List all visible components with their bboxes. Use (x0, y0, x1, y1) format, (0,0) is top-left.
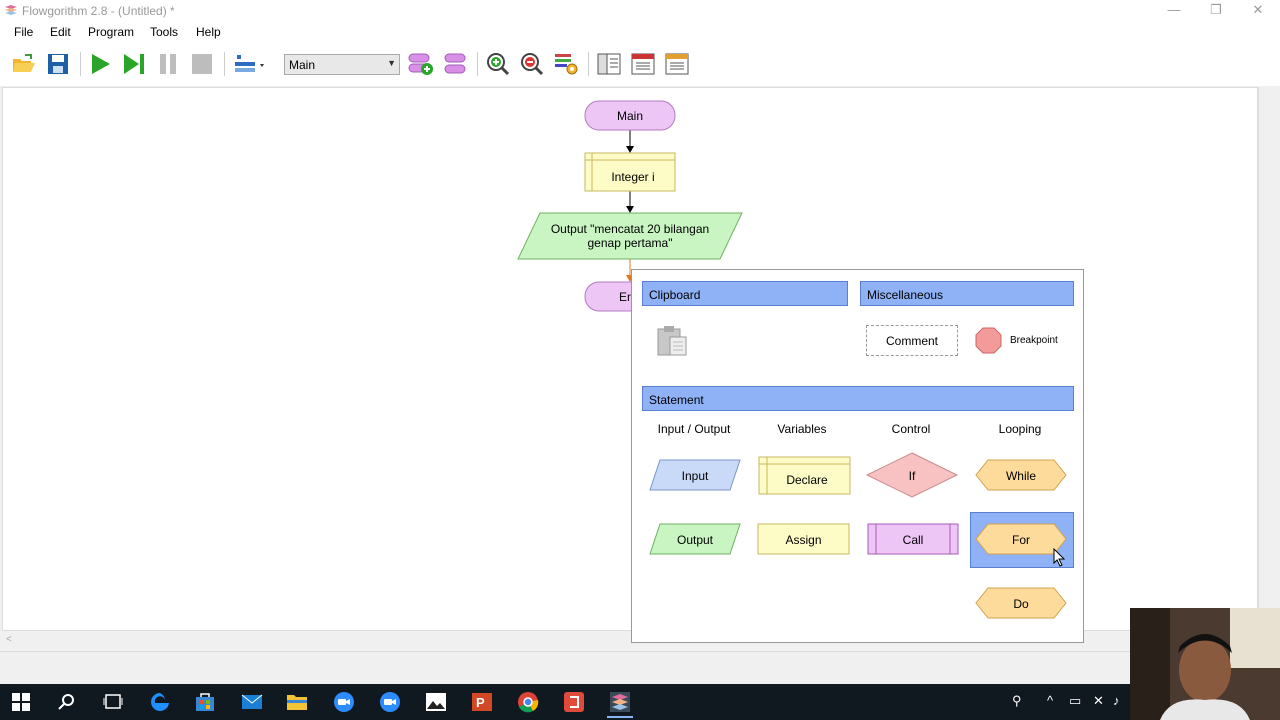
declare-node[interactable] (584, 152, 676, 192)
photos-icon[interactable] (423, 690, 449, 714)
if-label: If (908, 469, 916, 483)
category-variables: Variables (777, 422, 827, 436)
zoom-out-icon[interactable] (518, 50, 546, 78)
zoom-meeting-icon[interactable] (377, 690, 403, 714)
zoom-app-icon[interactable] (331, 690, 357, 714)
menu-help[interactable]: Help (196, 25, 221, 39)
windows-start-icon[interactable] (8, 690, 34, 714)
for-label: For (1012, 533, 1030, 547)
task-view-icon[interactable] (100, 690, 126, 714)
flowgorithm-taskbar-icon[interactable] (607, 690, 633, 714)
save-icon[interactable] (44, 50, 72, 78)
file-explorer-icon[interactable] (284, 690, 310, 714)
breakpoint-label: Breakpoint (1010, 335, 1058, 346)
paste-clipboard-icon[interactable] (656, 325, 690, 360)
assign-shape[interactable] (757, 523, 850, 555)
breakpoint-icon[interactable] (975, 327, 1002, 354)
call-shape[interactable] (867, 523, 959, 555)
menu-edit[interactable]: Edit (50, 25, 71, 39)
assign-label: Assign (785, 533, 822, 547)
category-looping: Looping (998, 422, 1042, 436)
network-icon[interactable]: ✕ (1093, 693, 1104, 708)
window-title: Flowgorithm 2.8 - (Untitled) * (22, 4, 175, 18)
remove-function-icon[interactable] (441, 50, 469, 78)
call-label: Call (902, 533, 924, 547)
input-shape[interactable] (649, 459, 741, 491)
vertical-scrollbar[interactable] (1258, 87, 1278, 631)
title-bar: Flowgorithm 2.8 - (Untitled) * — ❐ ✕ (0, 0, 1280, 22)
declare-node-label: Integer i (611, 170, 655, 184)
chevron-up-icon[interactable]: ^ (1047, 693, 1054, 708)
declare-label: Declare (786, 473, 828, 487)
recorder-app-icon[interactable] (561, 690, 587, 714)
restore-button[interactable]: ❐ (1210, 2, 1222, 17)
flowgorithm-app-icon (5, 5, 17, 15)
close-button[interactable]: ✕ (1252, 2, 1264, 17)
category-control: Control (891, 422, 931, 436)
output-node[interactable] (517, 212, 743, 260)
while-shape[interactable] (975, 459, 1067, 491)
input-label: Input (681, 469, 709, 483)
output-shape[interactable] (649, 523, 741, 555)
if-shape[interactable] (865, 452, 959, 498)
svg-text:P: P (476, 695, 485, 710)
do-label: Do (1013, 597, 1029, 611)
menu-file[interactable]: File (14, 25, 34, 39)
function-select[interactable]: Main ▼ (284, 54, 400, 75)
panel-left-icon[interactable] (595, 50, 623, 78)
clipboard-header: Clipboard (642, 281, 848, 306)
chrome-icon[interactable] (515, 690, 541, 714)
output-label: Output (676, 533, 714, 547)
run-icon[interactable] (86, 50, 114, 78)
pause-icon[interactable] (154, 50, 182, 78)
category-input-output: Input / Output (657, 422, 731, 436)
comment-label: Comment (885, 334, 938, 348)
layout-icon[interactable] (232, 50, 268, 78)
open-folder-icon[interactable] (10, 50, 38, 78)
edge-browser-icon[interactable] (147, 690, 173, 714)
insert-shape-popup (631, 269, 1084, 643)
store-icon[interactable] (192, 690, 218, 714)
scroll-left-icon[interactable]: < (6, 634, 12, 645)
comment-shape[interactable] (866, 325, 958, 356)
statement-header: Statement (642, 386, 1074, 411)
do-shape[interactable] (975, 587, 1067, 619)
end-terminal-label: En (619, 290, 634, 304)
search-icon[interactable] (54, 690, 80, 714)
powerpoint-icon[interactable]: P (469, 690, 495, 714)
settings-icon[interactable] (552, 50, 580, 78)
active-app-indicator (607, 716, 633, 718)
panel-console-icon[interactable] (629, 50, 657, 78)
miscellaneous-header: Miscellaneous (860, 281, 1074, 306)
function-select-value: Main (289, 58, 316, 72)
start-terminal-label: Main (616, 109, 643, 123)
menu-bar: File Edit Program Tools Help (0, 22, 1280, 42)
zoom-in-icon[interactable] (484, 50, 512, 78)
add-function-icon[interactable] (407, 50, 435, 78)
webcam-overlay (1130, 608, 1280, 720)
minimize-button[interactable]: — (1167, 2, 1181, 17)
menu-tools[interactable]: Tools (150, 25, 179, 39)
battery-icon[interactable]: ▭ (1069, 693, 1082, 708)
chevron-down-icon: ▼ (387, 58, 396, 68)
volume-icon[interactable]: ♪ (1113, 693, 1120, 708)
menu-program[interactable]: Program (88, 25, 135, 39)
stop-icon[interactable] (188, 50, 216, 78)
status-bar (0, 651, 1280, 684)
output-node-label: Output "mencatat 20 bilangan genap perta… (550, 222, 710, 250)
start-terminal[interactable] (584, 100, 676, 131)
declare-shape[interactable] (758, 456, 851, 495)
people-icon[interactable]: ⚲ (1012, 693, 1022, 708)
step-icon[interactable] (120, 50, 148, 78)
mouse-cursor-icon (1053, 548, 1066, 567)
panel-variables-icon[interactable] (663, 50, 691, 78)
while-label: While (1005, 469, 1036, 483)
mail-icon[interactable] (239, 690, 265, 714)
